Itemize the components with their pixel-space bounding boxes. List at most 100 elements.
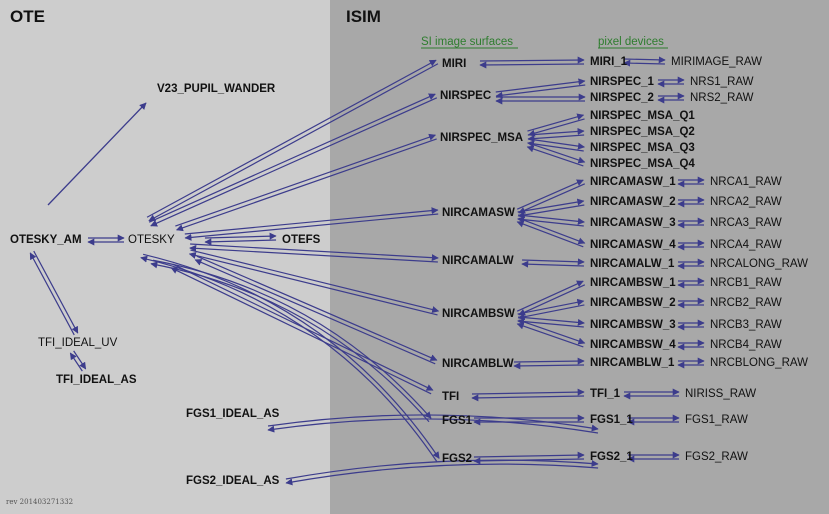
edge-nirspec-msa-to-nirspec-msa-q4	[526, 142, 586, 167]
edge-nircamasw-4-to-nrca4-raw	[677, 239, 705, 251]
edge-nircamalw-1-to-nrcalong-raw	[677, 258, 705, 270]
si-surfaces-header: SI image surfaces	[421, 36, 513, 48]
node-otefs: OTEFS	[282, 234, 321, 246]
edge-otesky-am-to-otesky	[87, 234, 125, 246]
edge-nircambsw-to-nircambsw-4	[516, 319, 586, 348]
node-niriss-raw: NIRISS_RAW	[685, 388, 756, 400]
edge-nirspec-to-nirspec-1	[495, 78, 586, 99]
edge-nircamasw-to-nircamasw-3	[517, 214, 585, 227]
edge-tfi-ideal-uv-to-tfi-ideal-as	[69, 350, 87, 372]
node-fgs2-ideal-as: FGS2_IDEAL_AS	[186, 475, 280, 487]
edge-otesky-to-miri	[146, 59, 439, 222]
node-layer: V23_PUPIL_WANDER OTESKY_AM OTESKY OTEFS TFI_…	[10, 56, 808, 487]
node-nircamblw-1: NIRCAMBLW_1	[590, 357, 675, 369]
node-nircamalw: NIRCAMALW	[442, 255, 514, 267]
node-tfi-ideal-as: TFI_IDEAL_AS	[56, 374, 137, 386]
node-fgs2-raw: FGS2_RAW	[685, 451, 748, 463]
edge-otesky-to-nircamasw	[184, 207, 439, 241]
edge-miri-1-to-mirimage-raw	[623, 56, 666, 67]
node-nircambsw-3: NIRCAMBSW_3	[590, 319, 676, 331]
edge-nirspec-msa-to-nirspec-msa-q3	[527, 138, 585, 152]
edge-nircamasw-1-to-nrca1-raw	[677, 176, 705, 188]
node-nrcb4-raw: NRCB4_RAW	[710, 339, 782, 351]
node-nircamasw-4: NIRCAMASW_4	[590, 239, 676, 251]
edge-otesky-to-nircamblw	[194, 255, 438, 365]
edge-tfi-to-tfi-1	[471, 388, 585, 402]
node-nircamasw: NIRCAMASW	[442, 207, 515, 219]
node-fgs1: FGS1	[442, 415, 473, 427]
edge-otesky-to-nirspec	[148, 93, 438, 227]
node-nircamasw-1: NIRCAMASW_1	[590, 176, 676, 188]
edge-nircambsw-to-nircambsw-1	[516, 280, 586, 316]
edge-tfi-1-to-niriss-raw	[623, 388, 680, 400]
edge-fgs2-1-to-fgs2-raw	[627, 451, 680, 463]
node-nirspec-msa-q2: NIRSPEC_MSA_Q2	[590, 126, 695, 138]
node-nrs2-raw: NRS2_RAW	[690, 92, 754, 104]
isim-section-title: ISIM	[346, 7, 381, 26]
node-mirimage-raw: MIRIMAGE_RAW	[671, 56, 762, 68]
node-nirspec-msa-q3: NIRSPEC_MSA_Q3	[590, 142, 695, 154]
node-tfi: TFI	[442, 391, 459, 403]
node-nrcalong-raw: NRCALONG_RAW	[710, 258, 808, 270]
edge-otesky-to-nirspec-msa	[175, 133, 437, 232]
node-nrcblong-raw: NRCBLONG_RAW	[710, 357, 808, 369]
node-nirspec-2: NIRSPEC_2	[590, 92, 654, 104]
edge-nircambsw-4-to-nrcb4-raw	[677, 339, 705, 351]
edge-fgs1-1-to-fgs1-raw	[627, 414, 680, 426]
node-nrcb1-raw: NRCB1_RAW	[710, 277, 782, 289]
edge-nircamasw-to-nircamasw-4	[516, 217, 586, 248]
edge-nircamasw-3-to-nrca3-raw	[677, 217, 705, 229]
edge-nircambsw-to-nircambsw-2	[517, 298, 585, 321]
node-miri: MIRI	[442, 58, 466, 70]
edge-otesky-am-to-v23-pupil-wander	[47, 102, 147, 206]
node-nircambsw-2: NIRCAMBSW_2	[590, 297, 676, 309]
node-fgs1-ideal-as: FGS1_IDEAL_AS	[186, 408, 280, 420]
ote-section-title: OTE	[10, 7, 45, 26]
edge-nircamalw-to-nircamalw-1	[521, 258, 585, 268]
ote-region	[0, 0, 330, 514]
node-nrca4-raw: NRCA4_RAW	[710, 239, 782, 251]
edge-nirspec-1-to-nrs1-raw	[657, 76, 685, 88]
node-otesky-am: OTESKY_AM	[10, 234, 82, 246]
node-nircambsw: NIRCAMBSW	[442, 308, 515, 320]
edge-otesky-to-fgs2	[140, 253, 440, 462]
node-otesky: OTESKY	[128, 234, 175, 246]
edge-miri-to-miri-1	[479, 56, 585, 69]
node-nircamasw-3: NIRCAMASW_3	[590, 217, 676, 229]
node-nirspec-msa-q1: NIRSPEC_MSA_Q1	[590, 110, 695, 122]
node-nrca1-raw: NRCA1_RAW	[710, 176, 782, 188]
node-nrca2-raw: NRCA2_RAW	[710, 196, 782, 208]
edge-fgs2-1-to-fgs2-ideal-as	[285, 459, 599, 486]
edge-otesky-to-nircamalw	[189, 243, 439, 263]
edge-nirspec-2-to-nrs2-raw	[657, 92, 685, 104]
edge-layer	[29, 56, 705, 486]
edge-nircamasw-2-to-nrca2-raw	[677, 196, 705, 208]
edge-otesky-to-otefs	[204, 232, 277, 246]
node-nirspec-msa: NIRSPEC_MSA	[440, 132, 523, 144]
edge-otesky-am-to-tfi-ideal-uv	[29, 250, 79, 336]
node-nirspec-1: NIRSPEC_1	[590, 76, 655, 88]
node-nirspec: NIRSPEC	[440, 90, 491, 102]
node-nirspec-msa-q4: NIRSPEC_MSA_Q4	[590, 158, 695, 170]
edge-nircambsw-3-to-nrcb3-raw	[677, 319, 705, 331]
pixel-devices-header: pixel devices	[598, 36, 664, 48]
edge-fgs1-to-fgs1-1	[473, 414, 585, 426]
revision-stamp: rev 201403271332	[6, 498, 73, 506]
node-nircamblw: NIRCAMBLW	[442, 358, 514, 370]
edge-nircambsw-2-to-nrcb2-raw	[677, 297, 705, 309]
edge-fgs1-1-to-fgs1-ideal-as	[267, 414, 599, 434]
node-fgs2-1: FGS2_1	[590, 451, 633, 463]
node-nircamalw-1: NIRCAMALW_1	[590, 258, 675, 270]
node-nrcb3-raw: NRCB3_RAW	[710, 319, 782, 331]
node-nrcb2-raw: NRCB2_RAW	[710, 297, 782, 309]
edge-nircamasw-to-nircamasw-2	[517, 198, 585, 219]
node-v23-pupil-wander: V23_PUPIL_WANDER	[157, 83, 276, 95]
edge-nirspec-to-nirspec-2	[495, 93, 586, 105]
node-fgs2: FGS2	[442, 453, 472, 465]
node-nircamasw-2: NIRCAMASW_2	[590, 196, 676, 208]
node-fgs1-raw: FGS1_RAW	[685, 414, 748, 426]
edge-nircambsw-1-to-nrcb1-raw	[677, 277, 705, 289]
edge-nircamasw-to-nircamasw-1	[516, 179, 586, 214]
node-miri-1: MIRI_1	[590, 56, 628, 68]
